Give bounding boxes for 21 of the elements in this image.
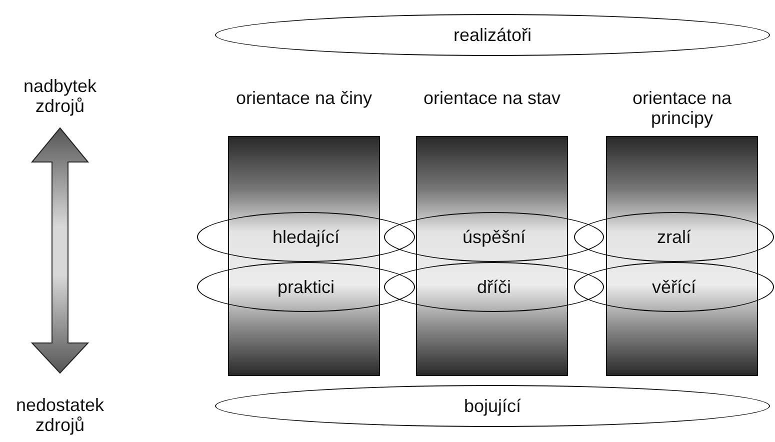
column-heading: orientace na stav xyxy=(422,88,562,108)
ellipse-label: zralí xyxy=(656,226,692,248)
ellipse-label: dříči xyxy=(476,276,512,298)
ellipse-outline xyxy=(197,212,415,262)
ellipse-label: hledající xyxy=(271,226,341,248)
ellipse-label: věřící xyxy=(650,276,697,298)
ellipse-outline xyxy=(197,262,415,312)
ellipse-outline xyxy=(384,262,604,312)
ellipse-outline xyxy=(574,262,774,312)
ellipse-outline xyxy=(384,212,604,262)
column-heading: orientace na principy xyxy=(631,88,733,128)
ellipse-label: bojující xyxy=(462,396,522,416)
ellipse-label: realizátoři xyxy=(452,24,533,46)
ellipse-label: praktici xyxy=(276,276,336,298)
axis-label: nedostatek zdrojů xyxy=(14,395,106,435)
column-heading: orientace na činy xyxy=(234,88,374,108)
ellipse-band xyxy=(215,385,770,427)
ellipse-outline xyxy=(574,212,774,262)
axis-label: nadbytek zdrojů xyxy=(22,76,98,116)
ellipse-band xyxy=(215,14,770,56)
ellipse-label: úspěšní xyxy=(461,226,527,248)
